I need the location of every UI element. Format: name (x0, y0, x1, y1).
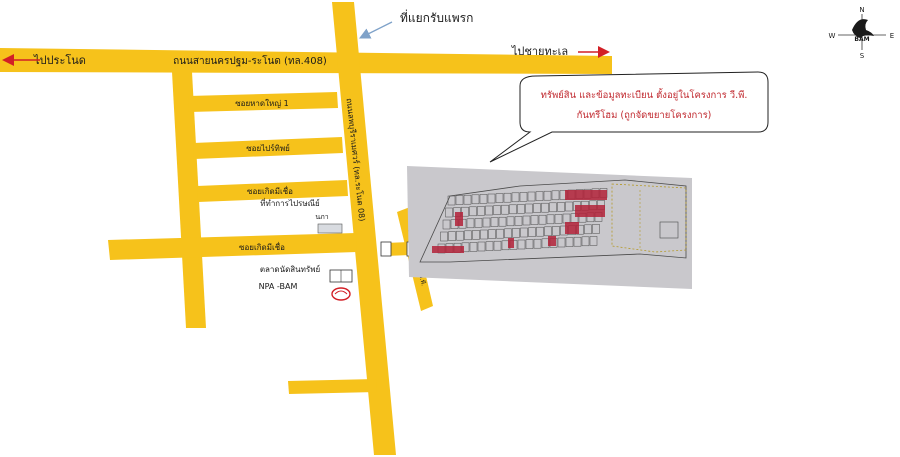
soi3-label: ซอยเกิดมีเชื่อ (247, 185, 293, 196)
market-label: ตลาดนัดสินทรัพย์ (260, 264, 320, 274)
post-office-sublabel: นภา (315, 213, 328, 221)
to-right-label: ไปชายทะเล (511, 45, 568, 58)
highway-road (0, 48, 612, 74)
vertical-road (332, 2, 396, 455)
post-office-landmark: ที่ทำการไปรษณีย์ นภา (260, 197, 343, 234)
compass-w: W (829, 32, 836, 40)
project-plan-image (407, 166, 692, 289)
soi1-label: ซอยหาดใหญ่ 1 (235, 99, 289, 108)
to-left-label: ไปประโนด (33, 53, 86, 67)
soi4-label: ซอยเกิดมีเชื่อ (239, 241, 285, 252)
market-landmark: ตลาดนัดสินทรัพย์ NPA -BAM (259, 264, 353, 301)
callout-line2: กันทรีโฮม (ถูกจัดขยายโครงการ) (577, 109, 712, 121)
bam-logo-icon (331, 287, 351, 301)
compass-brand: BAM (854, 36, 869, 43)
compass-s: S (860, 52, 865, 60)
soi2-label: ซอยไปร์ทิพย์ (246, 143, 290, 153)
left-vertical-road (172, 72, 206, 328)
compass-bird-icon (852, 19, 874, 38)
soi-road-5 (288, 379, 377, 394)
post-office-icon (317, 223, 343, 234)
market-sublabel: NPA -BAM (259, 282, 298, 291)
junction-label: ที่แยกรับแพรก (400, 9, 473, 25)
soi-road-3 (197, 180, 348, 202)
soi-road-1 (188, 92, 338, 112)
compass-n: N (859, 6, 864, 14)
road-network (0, 2, 612, 455)
highway-label: ถนนสายนครปฐม-ระโนด (ทล.408) (173, 54, 327, 67)
callout-line1: ทรัพย์สิน และข้อมูลทะเบียน ตั้งอยู่ในโคร… (541, 88, 748, 101)
soi-road-4 (108, 233, 357, 260)
compass-rose: N S E W BAM (829, 6, 895, 60)
project-callout: ทรัพย์สิน และข้อมูลทะเบียน ตั้งอยู่ในโคร… (489, 71, 769, 163)
compass-e: E (890, 32, 894, 40)
soi-road-2 (193, 137, 343, 159)
junction-arrow (358, 21, 393, 39)
post-office-label: ที่ทำการไปรษณีย์ (260, 197, 319, 208)
bridge-marker (380, 241, 392, 257)
